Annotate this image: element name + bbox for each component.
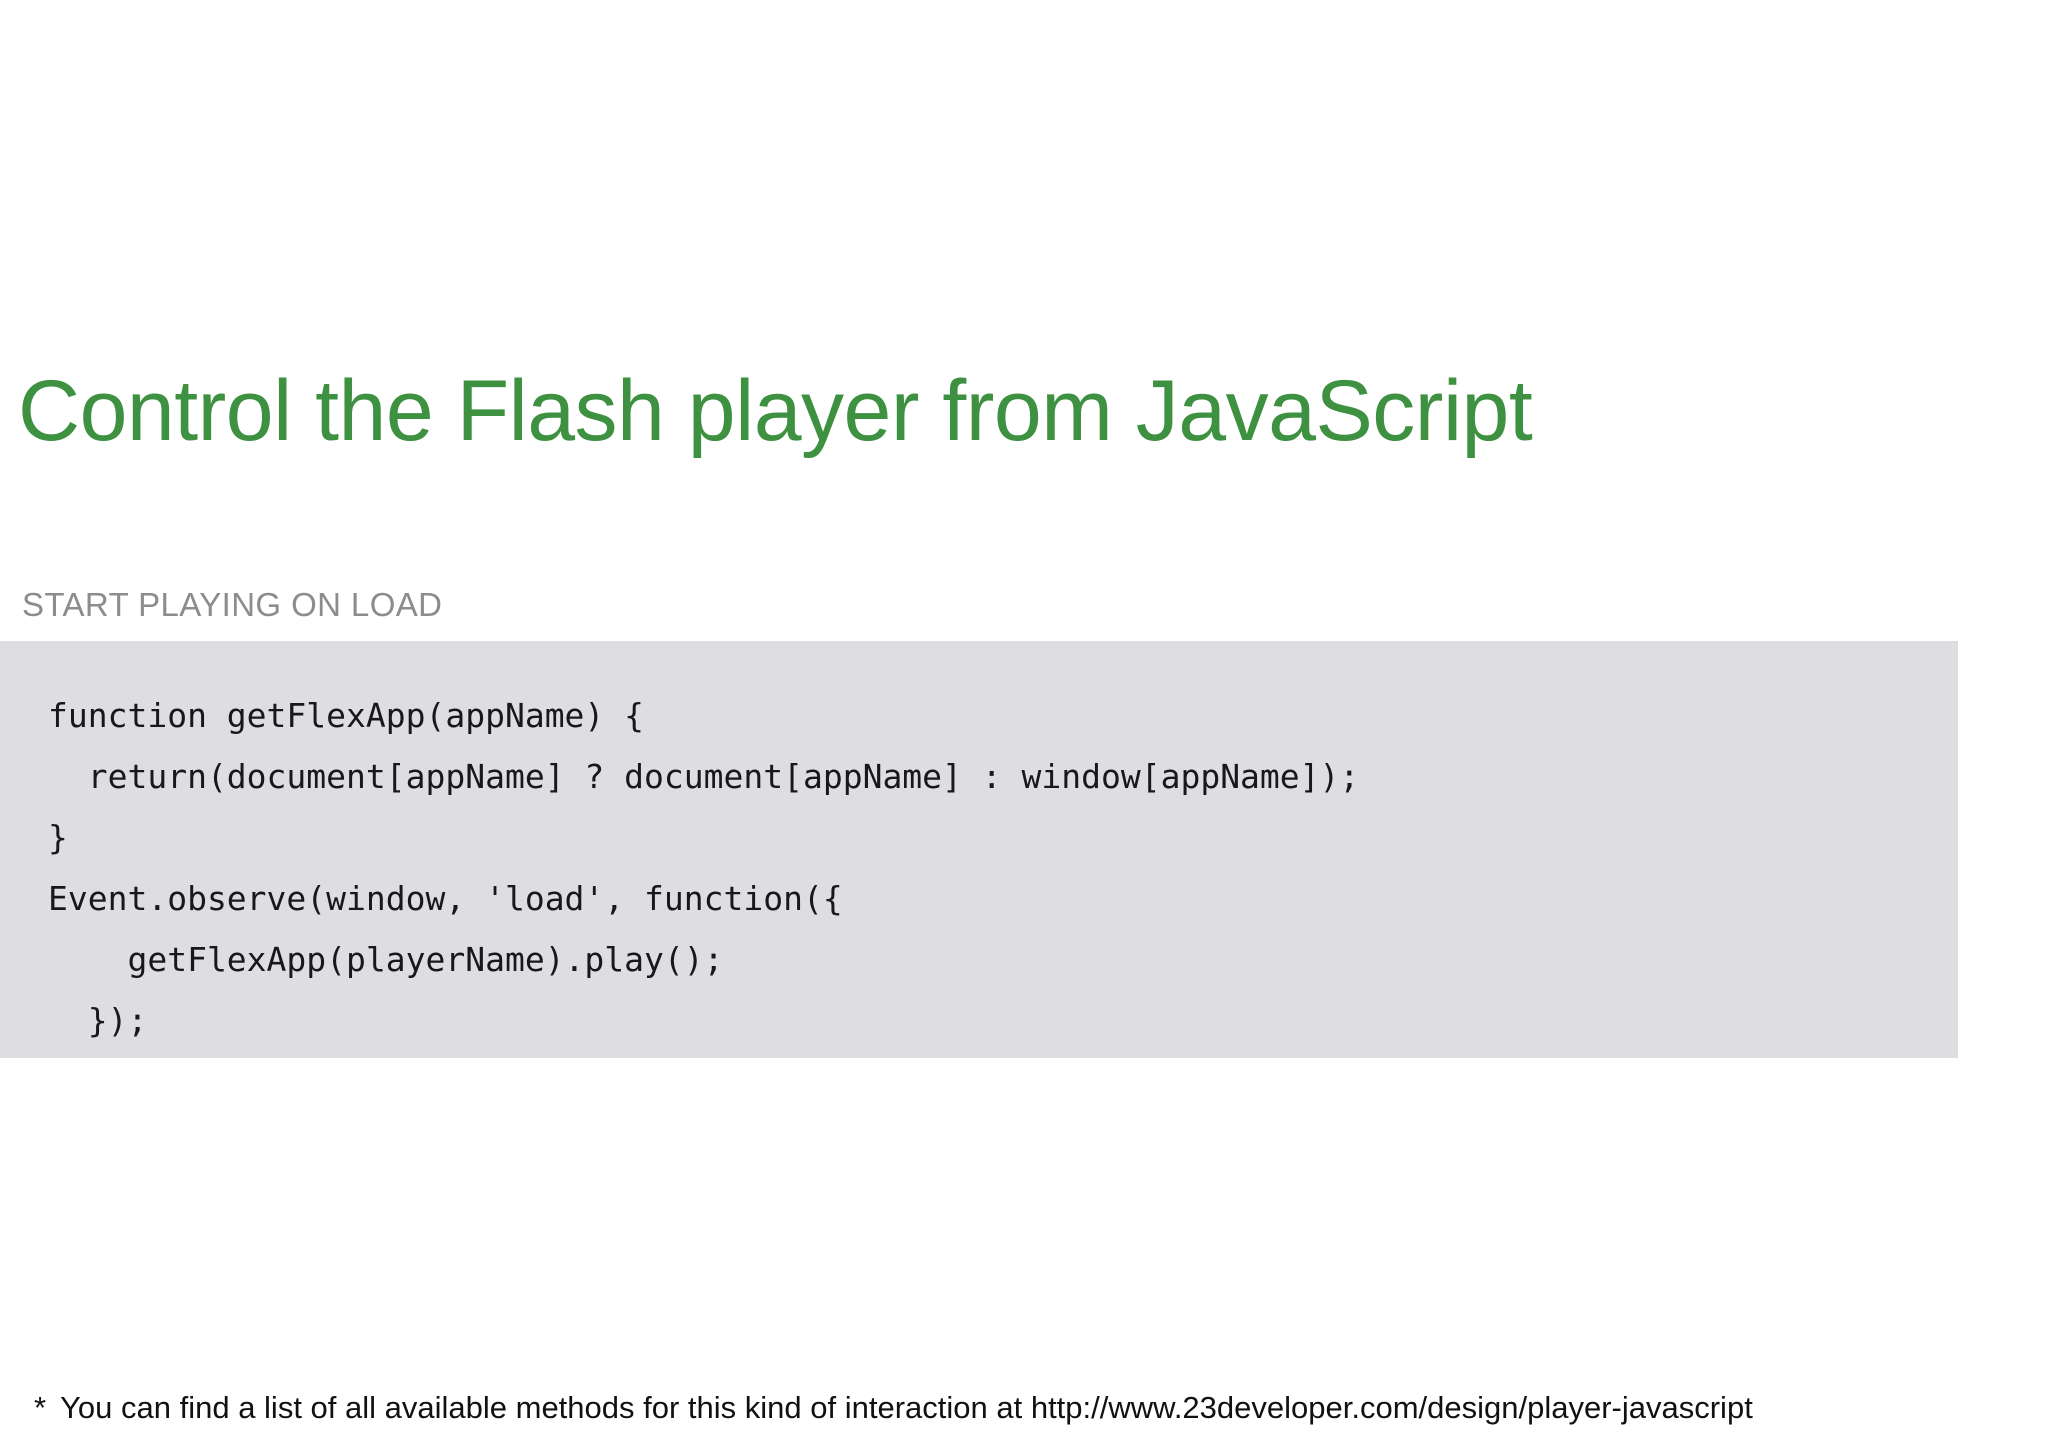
code-line: } [48,818,68,857]
code-line: getFlexApp(playerName).play(); [48,940,724,979]
code-listing: function getFlexApp(appName) { return(do… [0,685,1958,1051]
code-line: function getFlexApp(appName) { [48,696,645,735]
code-line: }); [48,1001,148,1040]
footnote-text: You can find a list of all available met… [60,1390,1753,1425]
footnote: * You can find a list of all available me… [34,1388,2040,1428]
code-block: function getFlexApp(appName) { return(do… [0,641,1958,1058]
code-line: return(document[appName] ? document[appN… [48,757,1360,796]
asterisk-icon: * [34,1390,47,1425]
page-title: Control the Flash player from JavaScript [18,362,1533,459]
code-line: Event.observe(window, 'load', function({ [48,879,843,918]
section-label: START PLAYING ON LOAD [22,586,443,623]
